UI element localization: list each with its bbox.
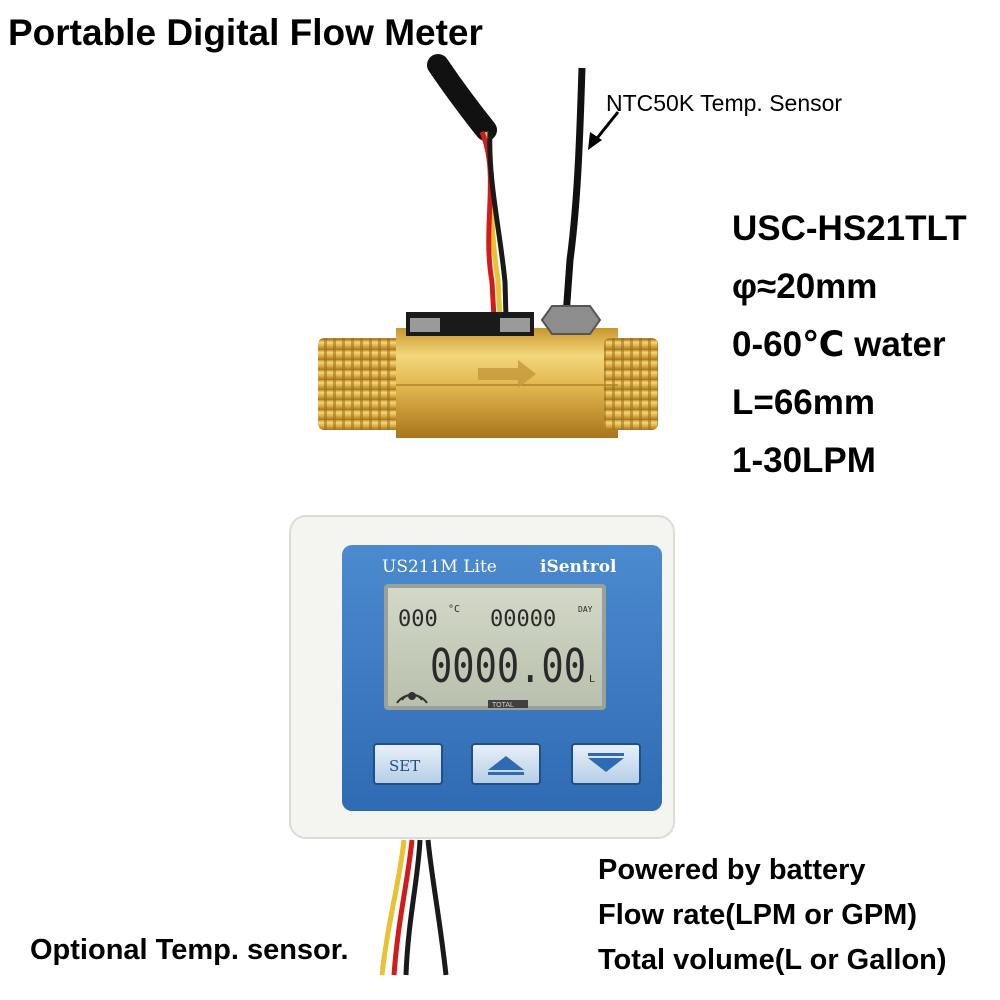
optional-sensor-label: Optional Temp. sensor. <box>30 934 349 966</box>
meter-cables <box>379 839 449 976</box>
lcd-temperature: 000 <box>398 607 438 632</box>
feature-power: Powered by battery <box>598 854 866 886</box>
flow-direction-icon <box>478 360 536 388</box>
flow-sensor <box>318 305 658 438</box>
meter-brand: iSentrol <box>540 557 617 577</box>
lcd-main-value: 0000.00 <box>430 639 586 693</box>
spec-temperature-range: 0-60℃ water <box>732 325 946 364</box>
lcd-total-label: TOTAL <box>492 702 514 709</box>
lcd-day-unit: DAY <box>578 605 593 614</box>
spec-model: USC-HS21TLT <box>732 209 967 248</box>
spec-diameter: φ≈20mm <box>732 267 878 306</box>
lcd-temperature-unit: °C <box>448 604 460 615</box>
lcd-day-counter: 00000 <box>490 607 556 632</box>
temp-sensor-label: NTC50K Temp. Sensor <box>606 90 843 116</box>
spec-list: USC-HS21TLT φ≈20mm 0-60℃ water L=66mm 1-… <box>732 200 967 490</box>
up-arrow-icon <box>488 756 524 775</box>
spec-length: L=66mm <box>732 383 875 422</box>
sensor-cables <box>427 54 586 319</box>
sensor-pointer-arrow <box>588 111 620 150</box>
down-arrow-icon <box>588 753 624 772</box>
feature-flow-rate: Flow rate(LPM or GPM) <box>598 899 917 931</box>
signal-icon <box>396 692 428 704</box>
meter-model: US211M Lite <box>382 557 497 577</box>
meter-unit <box>289 515 675 839</box>
lcd-main-unit: L <box>589 674 595 685</box>
feature-total-volume: Total volume(L or Gallon) <box>598 944 947 976</box>
set-button-label: SET <box>389 757 420 775</box>
page-title: Portable Digital Flow Meter <box>8 12 483 53</box>
spec-flow-range: 1-30LPM <box>732 441 876 480</box>
feature-list: Powered by battery Flow rate(LPM or GPM)… <box>598 848 947 983</box>
